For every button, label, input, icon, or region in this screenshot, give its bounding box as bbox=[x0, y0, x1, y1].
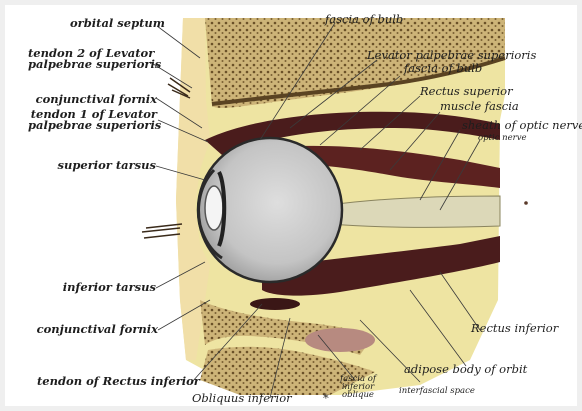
label-asterisk: * bbox=[323, 393, 329, 404]
label-rectus-inferior: Rectus inferior bbox=[471, 323, 558, 334]
obliquus-inferior-muscle bbox=[250, 298, 300, 310]
label-obliquus-inferior: Obliquus inferior bbox=[192, 393, 292, 404]
label-levator-fascia-bulb: fascia of bulb bbox=[404, 63, 482, 74]
lens bbox=[205, 186, 223, 230]
label-inferior-tarsus: inferior tarsus bbox=[20, 282, 156, 293]
marker-dot bbox=[524, 201, 528, 205]
label-fascia-of-bulb-top: fascia of bulb bbox=[325, 14, 403, 25]
label-conjunctival-fornix-top: conjunctival fornix bbox=[20, 94, 157, 105]
label-fascia-inferior-oblique: fascia of inferior oblique bbox=[336, 375, 380, 399]
label-conjunctival-fornix-bottom: conjunctival fornix bbox=[10, 324, 158, 335]
label-interfascial-space: interfascial space bbox=[399, 387, 475, 395]
label-rectus-superior: Rectus superior bbox=[420, 86, 513, 97]
label-tendon-1-levator: tendon 1 of Levator palpebrae superioris bbox=[28, 109, 157, 131]
label-tendon-1-line2: palpebrae superioris bbox=[28, 120, 157, 131]
label-adipose-body: adipose body of orbit bbox=[404, 364, 527, 375]
label-tendon-2-line2: palpebrae superioris bbox=[28, 59, 153, 70]
label-orbital-septum: orbital septum bbox=[70, 18, 165, 29]
label-fascia-inferior-line3: oblique bbox=[336, 391, 380, 399]
label-optic-nerve: optic nerve bbox=[478, 134, 527, 142]
label-superior-tarsus: superior tarsus bbox=[20, 160, 156, 171]
obliquus-inferior-fascia bbox=[305, 328, 375, 352]
label-sheath-optic-nerve: sheath of optic nerve bbox=[462, 120, 582, 131]
label-levator-palpebrae: Levator palpebrae superioris bbox=[367, 50, 536, 61]
label-muscle-fascia: muscle fascia bbox=[440, 101, 519, 112]
label-tendon-2-levator: tendon 2 of Levator palpebrae superioris bbox=[28, 48, 153, 70]
lower-eyelashes bbox=[142, 224, 182, 238]
label-tendon-rectus-inferior: tendon of Rectus inferior bbox=[37, 376, 200, 387]
